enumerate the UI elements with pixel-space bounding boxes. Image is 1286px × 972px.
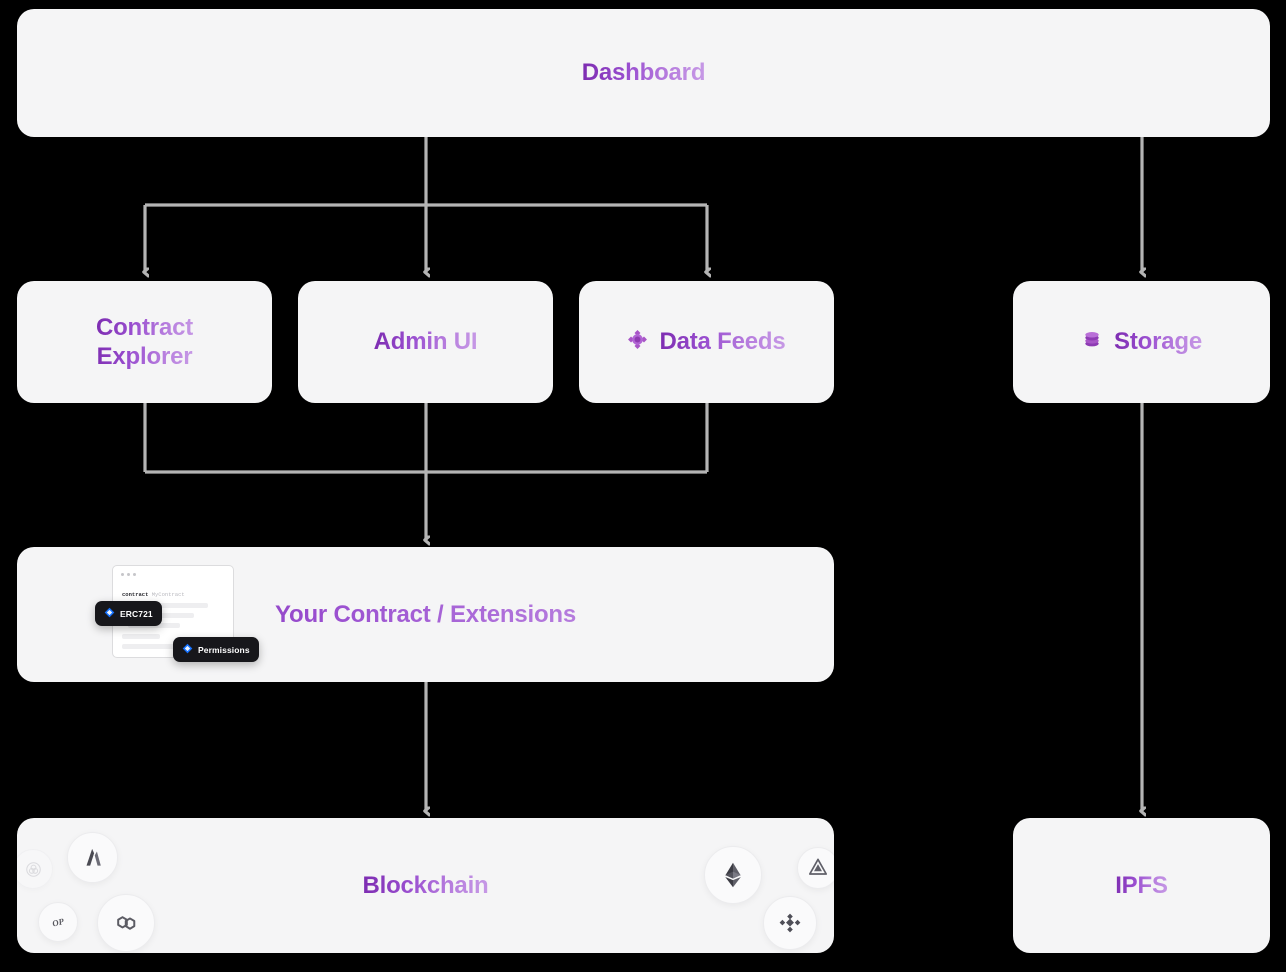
node-ipfs[interactable]: IPFS [1013,818,1270,953]
window-dots-icon [121,573,136,576]
node-blockchain-label: Blockchain [362,871,489,899]
node-your-contract[interactable]: contract MyContract ERC721 [17,547,834,682]
polygon-logo-icon [97,894,155,952]
code-bar [122,634,160,639]
node-data-feeds[interactable]: Data Feeds [579,281,834,403]
code-line: contract MyContract [122,591,185,598]
avalanche-logo-icon [797,847,834,889]
svg-text:OP: OP [51,916,65,929]
node-data-feeds-label: Data Feeds [659,328,786,356]
database-stack-icon [1081,328,1103,355]
node-admin-ui[interactable]: Admin UI [298,281,553,403]
optimism-logo-icon: OP [38,902,78,942]
diamond-gem-icon [627,329,648,355]
contract-illustration: contract MyContract ERC721 [95,565,259,665]
ethereum-logo-icon [704,846,762,904]
node-ipfs-label: IPFS [1115,871,1168,899]
node-dashboard[interactable]: Dashboard [17,9,1270,137]
badge-erc721[interactable]: ERC721 [95,601,162,626]
node-storage[interactable]: Storage [1013,281,1270,403]
node-dashboard-label: Dashboard [581,59,706,87]
node-blockchain[interactable]: OP [17,818,834,953]
diamond-badge-icon [182,643,193,656]
code-identifier: MyContract [148,591,185,598]
node-admin-ui-label: Admin UI [373,328,478,356]
code-bar [122,603,208,608]
arbitrum-logo-icon [67,832,118,883]
badge-erc721-label: ERC721 [120,608,153,619]
code-bar [122,644,180,649]
badge-permissions-label: Permissions [198,644,250,655]
badge-permissions[interactable]: Permissions [173,637,259,662]
node-your-contract-label: Your Contract / Extensions [17,600,834,629]
binance-logo-icon [763,896,817,950]
code-keyword: contract [122,591,149,598]
node-storage-label: Storage [1114,328,1202,356]
node-contract-explorer-label: Contract Explorer [95,313,194,370]
diamond-badge-icon [104,607,115,620]
node-contract-explorer[interactable]: Contract Explorer [17,281,272,403]
chain-logo-faint-icon [17,849,53,889]
